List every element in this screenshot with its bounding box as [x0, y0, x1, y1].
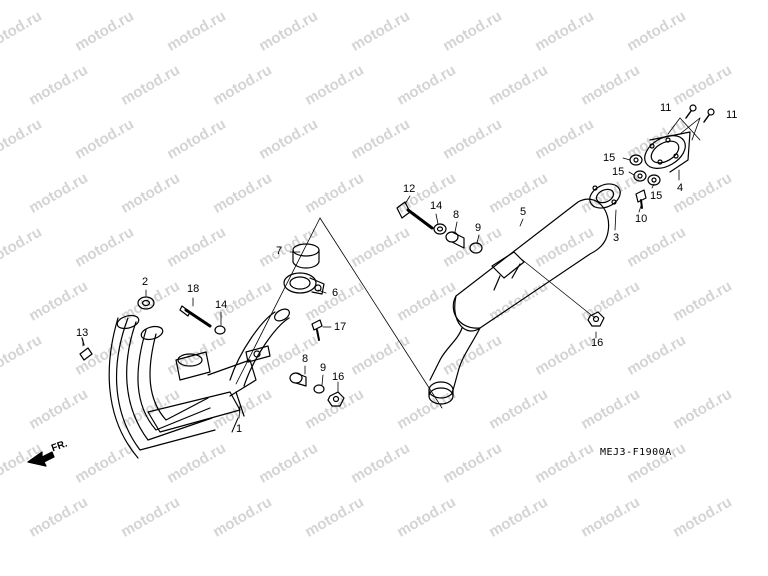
bolt-17 [311, 319, 323, 341]
callout-9-left: 9 [320, 362, 327, 374]
nut-15-a [629, 154, 643, 166]
nut-14-right [433, 223, 447, 235]
washer-9-right [469, 242, 483, 254]
screw-11-b [703, 108, 715, 123]
callout-7: 7 [276, 245, 283, 257]
callout-15-b: 15 [612, 166, 625, 178]
callout-11-right: 11 [726, 109, 738, 121]
collar-8-left [289, 372, 307, 387]
exhaust-header-pipes [108, 308, 290, 459]
leader-lines-right [404, 117, 701, 339]
nut-16-left [327, 391, 345, 407]
callout-11-left: 11 [660, 102, 672, 114]
gasket-washer [137, 296, 155, 310]
nut-14-left [214, 325, 226, 335]
bolt-13 [79, 337, 93, 361]
callout-10: 10 [635, 213, 648, 225]
callout-13: 13 [76, 327, 89, 339]
callout-8-right: 8 [453, 209, 460, 221]
washer-9-left [313, 384, 325, 394]
bolt-10 [635, 189, 647, 209]
callout-14-right: 14 [430, 200, 443, 212]
clamp-band-6 [283, 272, 325, 295]
stud-bolt-18 [179, 305, 212, 328]
callout-15-c: 15 [650, 190, 663, 202]
callout-4: 4 [677, 182, 684, 194]
screw-11-a [685, 104, 697, 119]
joint-gasket-7 [292, 243, 320, 269]
collar-8-right [445, 231, 465, 249]
callout-15-a: 15 [603, 152, 616, 164]
leader-lines [82, 217, 443, 419]
end-cap-gasket-3 [589, 183, 621, 209]
callout-17: 17 [334, 321, 347, 333]
callout-1: 1 [236, 423, 243, 435]
front-direction-arrow-icon [27, 451, 55, 467]
nut-15-b [633, 170, 647, 182]
callout-6: 6 [332, 287, 339, 299]
bolt-12 [396, 201, 434, 230]
callout-12: 12 [403, 183, 416, 195]
diagram-code: MEJ3-F1900A [600, 447, 672, 458]
callout-16-right: 16 [591, 337, 604, 349]
callout-16-left: 16 [332, 371, 345, 383]
callout-5: 5 [520, 206, 527, 218]
muffler [428, 198, 610, 405]
callout-8-left: 8 [302, 353, 309, 365]
nut-15-c [647, 174, 661, 186]
callout-14-left: 14 [215, 299, 228, 311]
callout-2: 2 [142, 276, 149, 288]
muffler-end-cap-4 [644, 131, 691, 173]
callout-9-right: 9 [475, 222, 482, 234]
callout-18: 18 [187, 283, 200, 295]
callout-3: 3 [613, 232, 620, 244]
nut-16-right [587, 311, 605, 327]
